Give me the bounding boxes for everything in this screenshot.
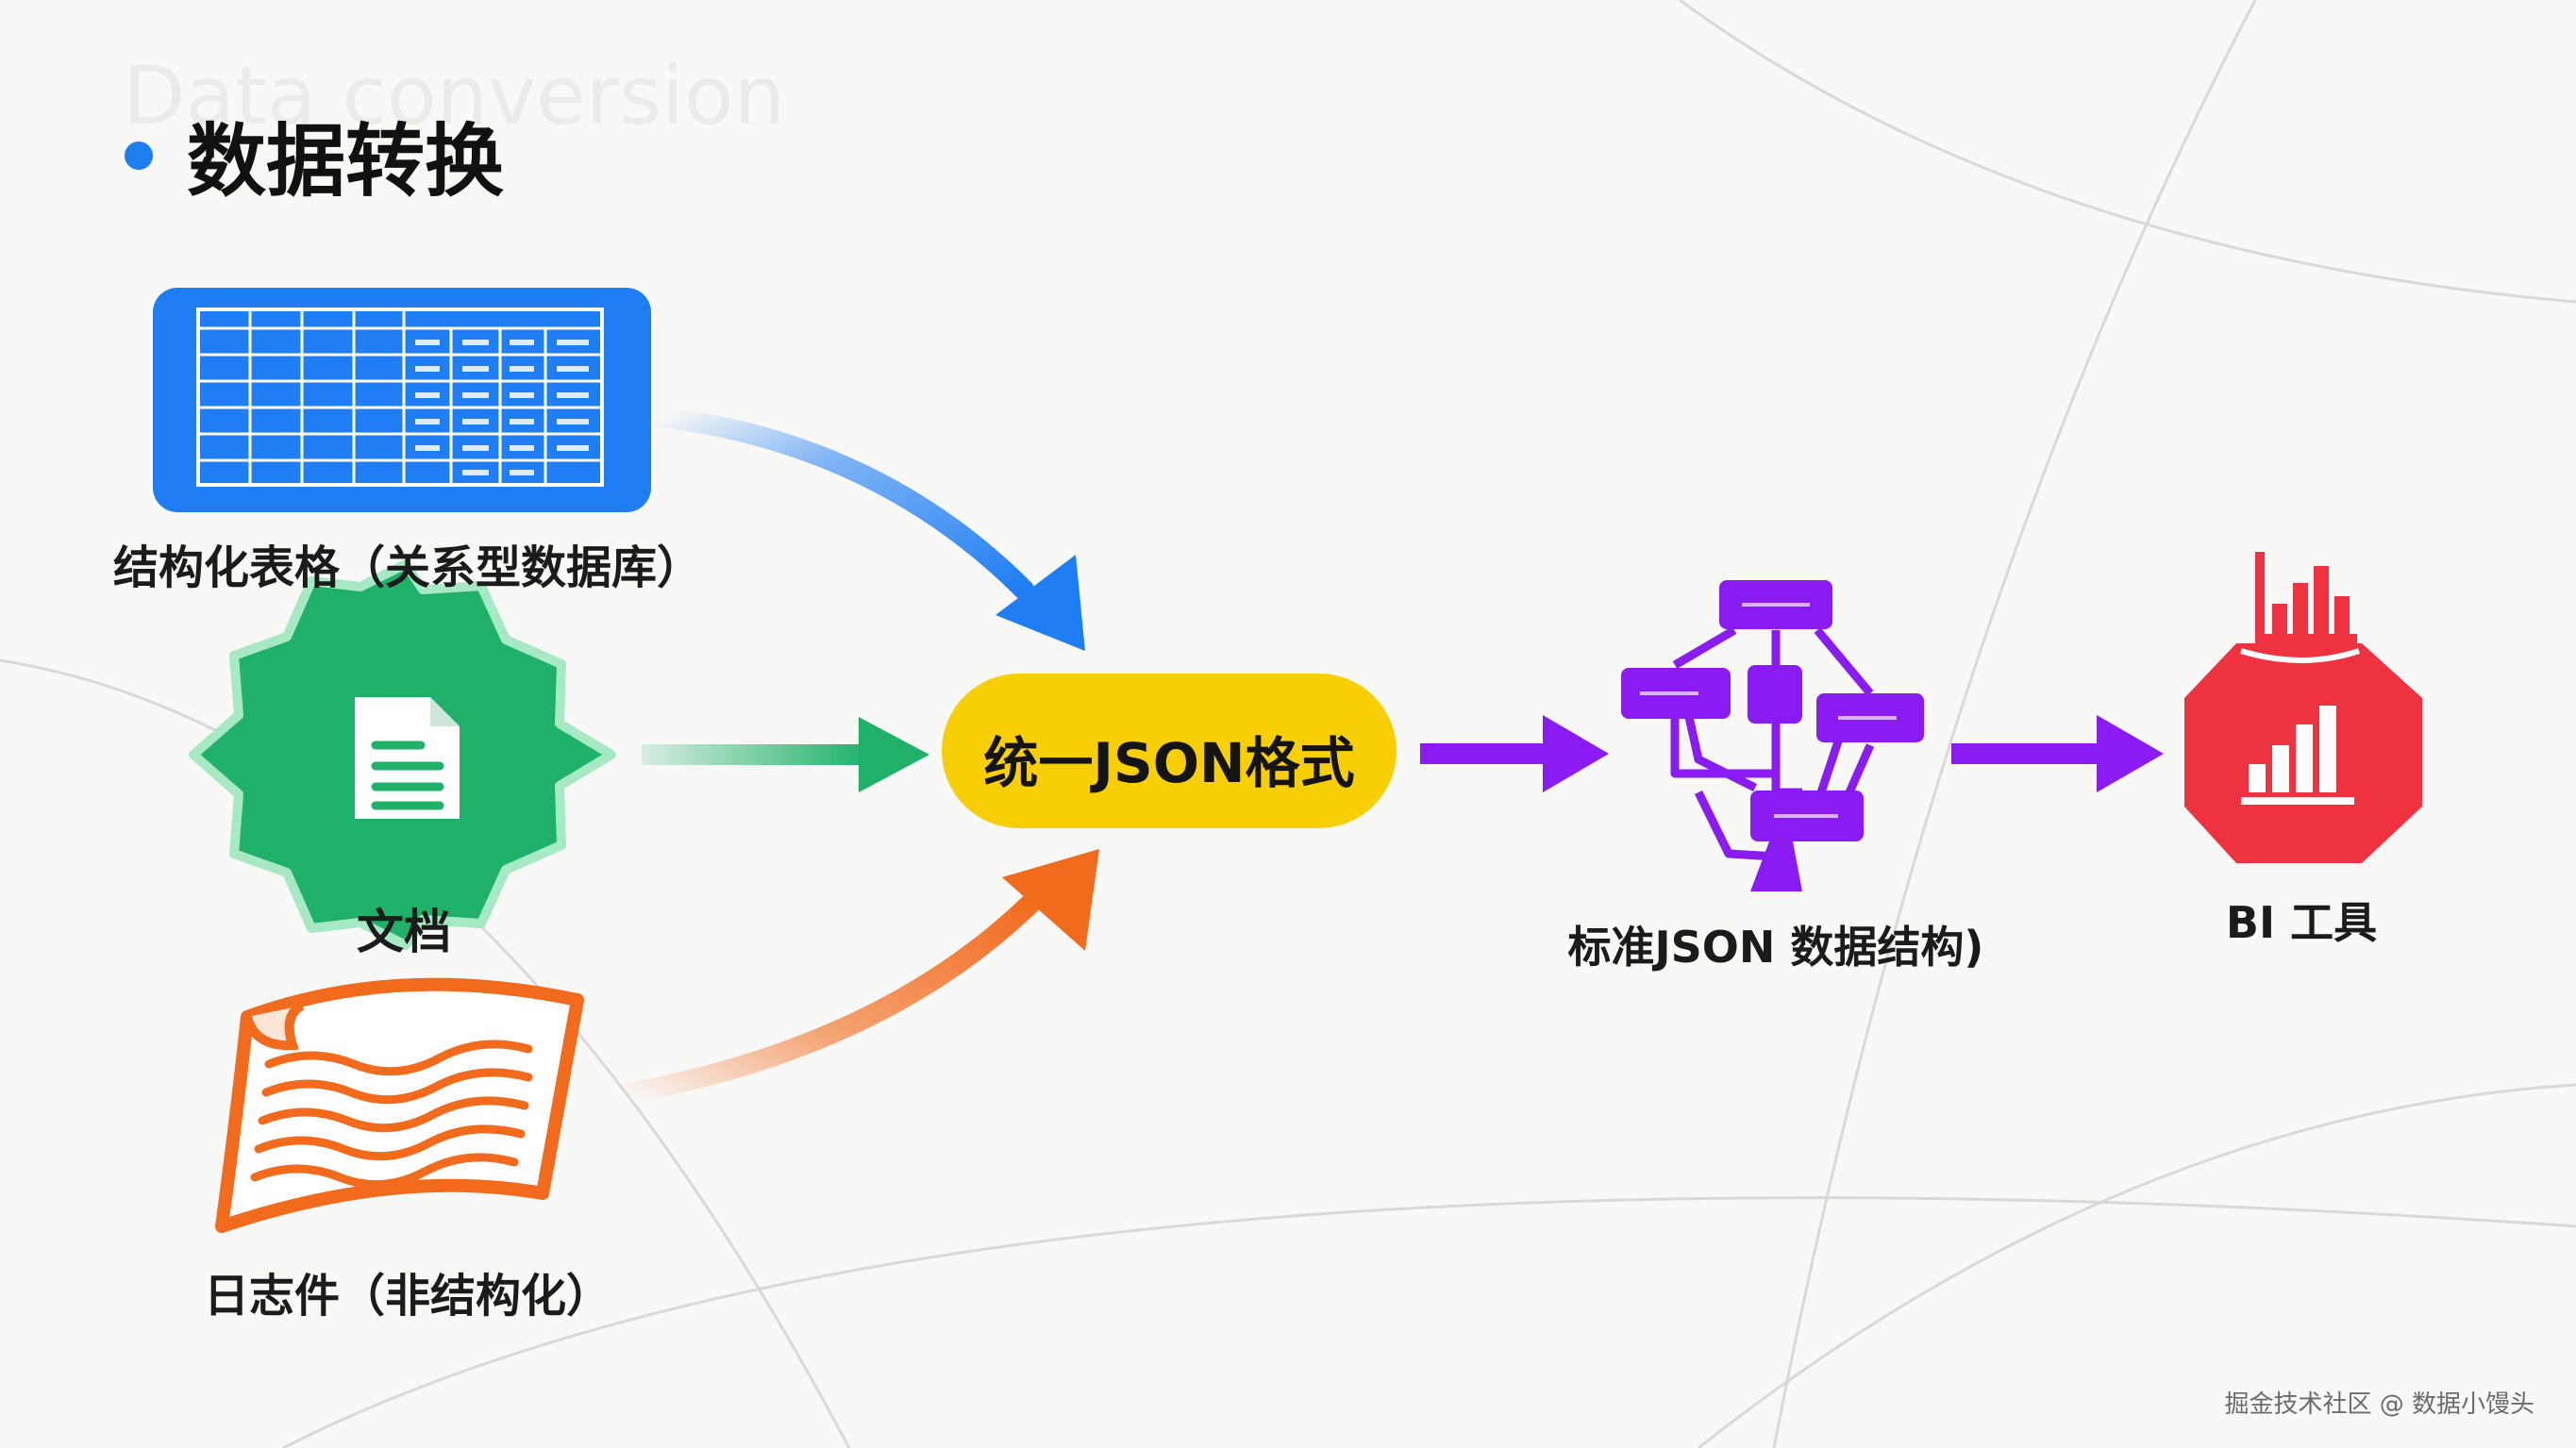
bullet-icon [125,141,153,170]
bi-tool-label: BI 工具 [2225,897,2378,948]
json-structure-label: 标准JSON 数据结构) [1567,922,1984,973]
bi-tool-icon [2184,552,2422,863]
file-lines-icon [355,697,460,819]
bar-chart-small-icon [2255,552,2357,643]
arrow-hub-to-structure [1420,715,1609,792]
table-icon [153,288,651,512]
table-label: 结构化表格（关系型数据库） [112,541,703,594]
arrow-table-to-hub [650,407,1085,651]
document-icon [189,559,616,950]
log-file-icon [215,977,584,1233]
log-label: 日志件（非结构化） [203,1270,612,1323]
bar-chart-icon [2241,706,2354,805]
ghost-title: Data conversion [123,49,786,143]
arrow-doc-to-hub [642,717,929,792]
json-hub-pill [942,674,1397,828]
document-label: 文档 [357,905,451,959]
watermark: 掘金技术社区 @ 数据小馒头 [2224,1390,2534,1419]
json-hub-label: 统一JSON格式 [983,731,1355,795]
page-title-row: 数据转换 [125,98,504,212]
page-title: 数据转换 [187,115,505,208]
json-structure-icon [1621,580,1924,891]
arrow-structure-to-bi [1951,715,2164,792]
arrow-log-to-hub [612,849,1099,1105]
